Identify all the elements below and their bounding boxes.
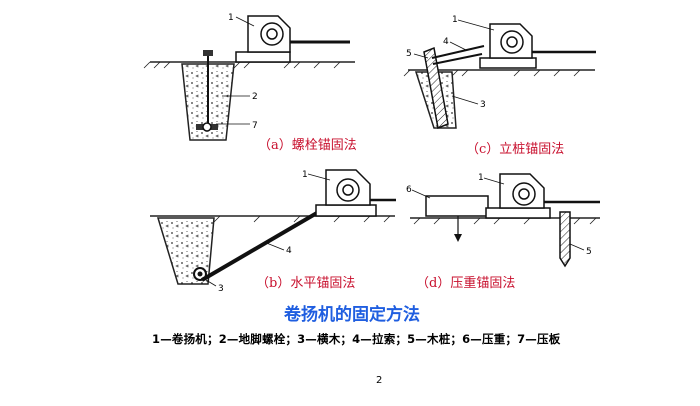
label-1: 1 <box>478 173 484 183</box>
caption-d: （d）压重锚固法 <box>416 276 516 291</box>
bolt-nut <box>203 50 213 56</box>
winch <box>479 23 596 69</box>
panel-d-weight-anchoring: 1 6 5 <box>406 173 600 268</box>
label-4: 4 <box>443 37 449 47</box>
label-5: 5 <box>586 247 592 257</box>
caption-b: （b）水平锚固法 <box>256 276 356 291</box>
counterweight <box>425 195 489 217</box>
wooden-pile <box>423 46 449 130</box>
winch <box>315 169 396 217</box>
winch <box>499 173 600 209</box>
label-7: 7 <box>252 121 258 131</box>
label-5: 5 <box>406 49 412 59</box>
label-1: 1 <box>228 13 234 23</box>
parts-legend: 1—卷扬机；2—地脚螺栓；3—横木；4—拉索；5—木桩；6—压重；7—压板 <box>152 332 561 346</box>
winch <box>235 15 350 63</box>
label-3: 3 <box>218 284 224 294</box>
cable <box>431 45 485 59</box>
label-1: 1 <box>302 170 308 180</box>
main-title: 卷扬机的固定方法 <box>284 305 420 325</box>
panel-b-horizontal-anchoring: 1 4 3 <box>150 169 396 294</box>
label-3: 3 <box>480 100 486 110</box>
cable <box>200 208 324 282</box>
label-6: 6 <box>406 185 412 195</box>
label-4: 4 <box>286 246 292 256</box>
caption-a: （a）螺栓锚固法 <box>258 138 357 153</box>
wooden-pile <box>559 211 571 268</box>
label-2: 2 <box>252 92 258 102</box>
caption-c: （c）立桩锚固法 <box>466 142 565 157</box>
label-1: 1 <box>452 15 458 25</box>
page-number: 2 <box>376 375 383 386</box>
panel-c-pile-anchoring: 1 5 4 3 <box>403 15 596 130</box>
panel-a-bolt-anchoring: 1 2 7 <box>143 13 355 141</box>
